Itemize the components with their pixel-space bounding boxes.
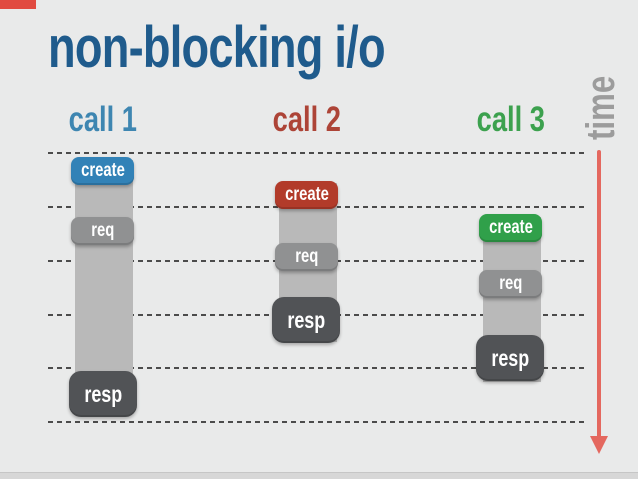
badge-call-1-req: req [71, 217, 134, 245]
column-header-call-3: call 3 [441, 100, 581, 140]
time-axis-label-text: time [579, 75, 623, 141]
badge-call-1-resp: resp [69, 371, 137, 417]
badge-call-1-resp-text: resp [84, 380, 122, 407]
badge-call-3-create: create [479, 214, 542, 242]
footer-strip [0, 472, 638, 479]
time-axis-label: time [579, 63, 623, 153]
lifeline-track-call-1 [75, 160, 133, 413]
column-header-call-1: call 1 [33, 100, 173, 140]
badge-call-1-req-text: req [90, 220, 115, 241]
badge-call-2-req-text: req [294, 246, 319, 267]
badge-call-2-create: create [275, 181, 338, 209]
badge-call-2-req: req [275, 243, 338, 271]
badge-call-2-resp: resp [272, 297, 340, 343]
badge-call-2-create-text: create [284, 184, 329, 205]
timeline-gridline [48, 421, 588, 423]
timeline-gridline [48, 152, 588, 154]
column-header-call-2: call 2 [237, 100, 377, 140]
column-header-call-1-text: call 1 [68, 100, 138, 139]
badge-call-3-resp-text: resp [491, 344, 529, 371]
badge-call-1-create-text: create [80, 160, 125, 181]
badge-call-3-resp: resp [476, 335, 544, 381]
page-title-text: non-blocking i/o [48, 15, 386, 80]
badge-call-3-req-text: req [498, 273, 523, 294]
badge-call-3-create-text: create [488, 217, 533, 238]
column-header-call-3-text: call 3 [476, 100, 546, 139]
timeline-gridline [48, 367, 588, 369]
page-title: non-blocking i/o [48, 14, 480, 81]
top-accent-bar [0, 0, 36, 9]
column-header-call-2-text: call 2 [272, 100, 342, 139]
time-arrow-line [597, 150, 601, 438]
badge-call-2-resp-text: resp [287, 306, 325, 333]
time-arrow-head-icon [590, 436, 608, 454]
badge-call-1-create: create [71, 157, 134, 185]
badge-call-3-req: req [479, 270, 542, 298]
